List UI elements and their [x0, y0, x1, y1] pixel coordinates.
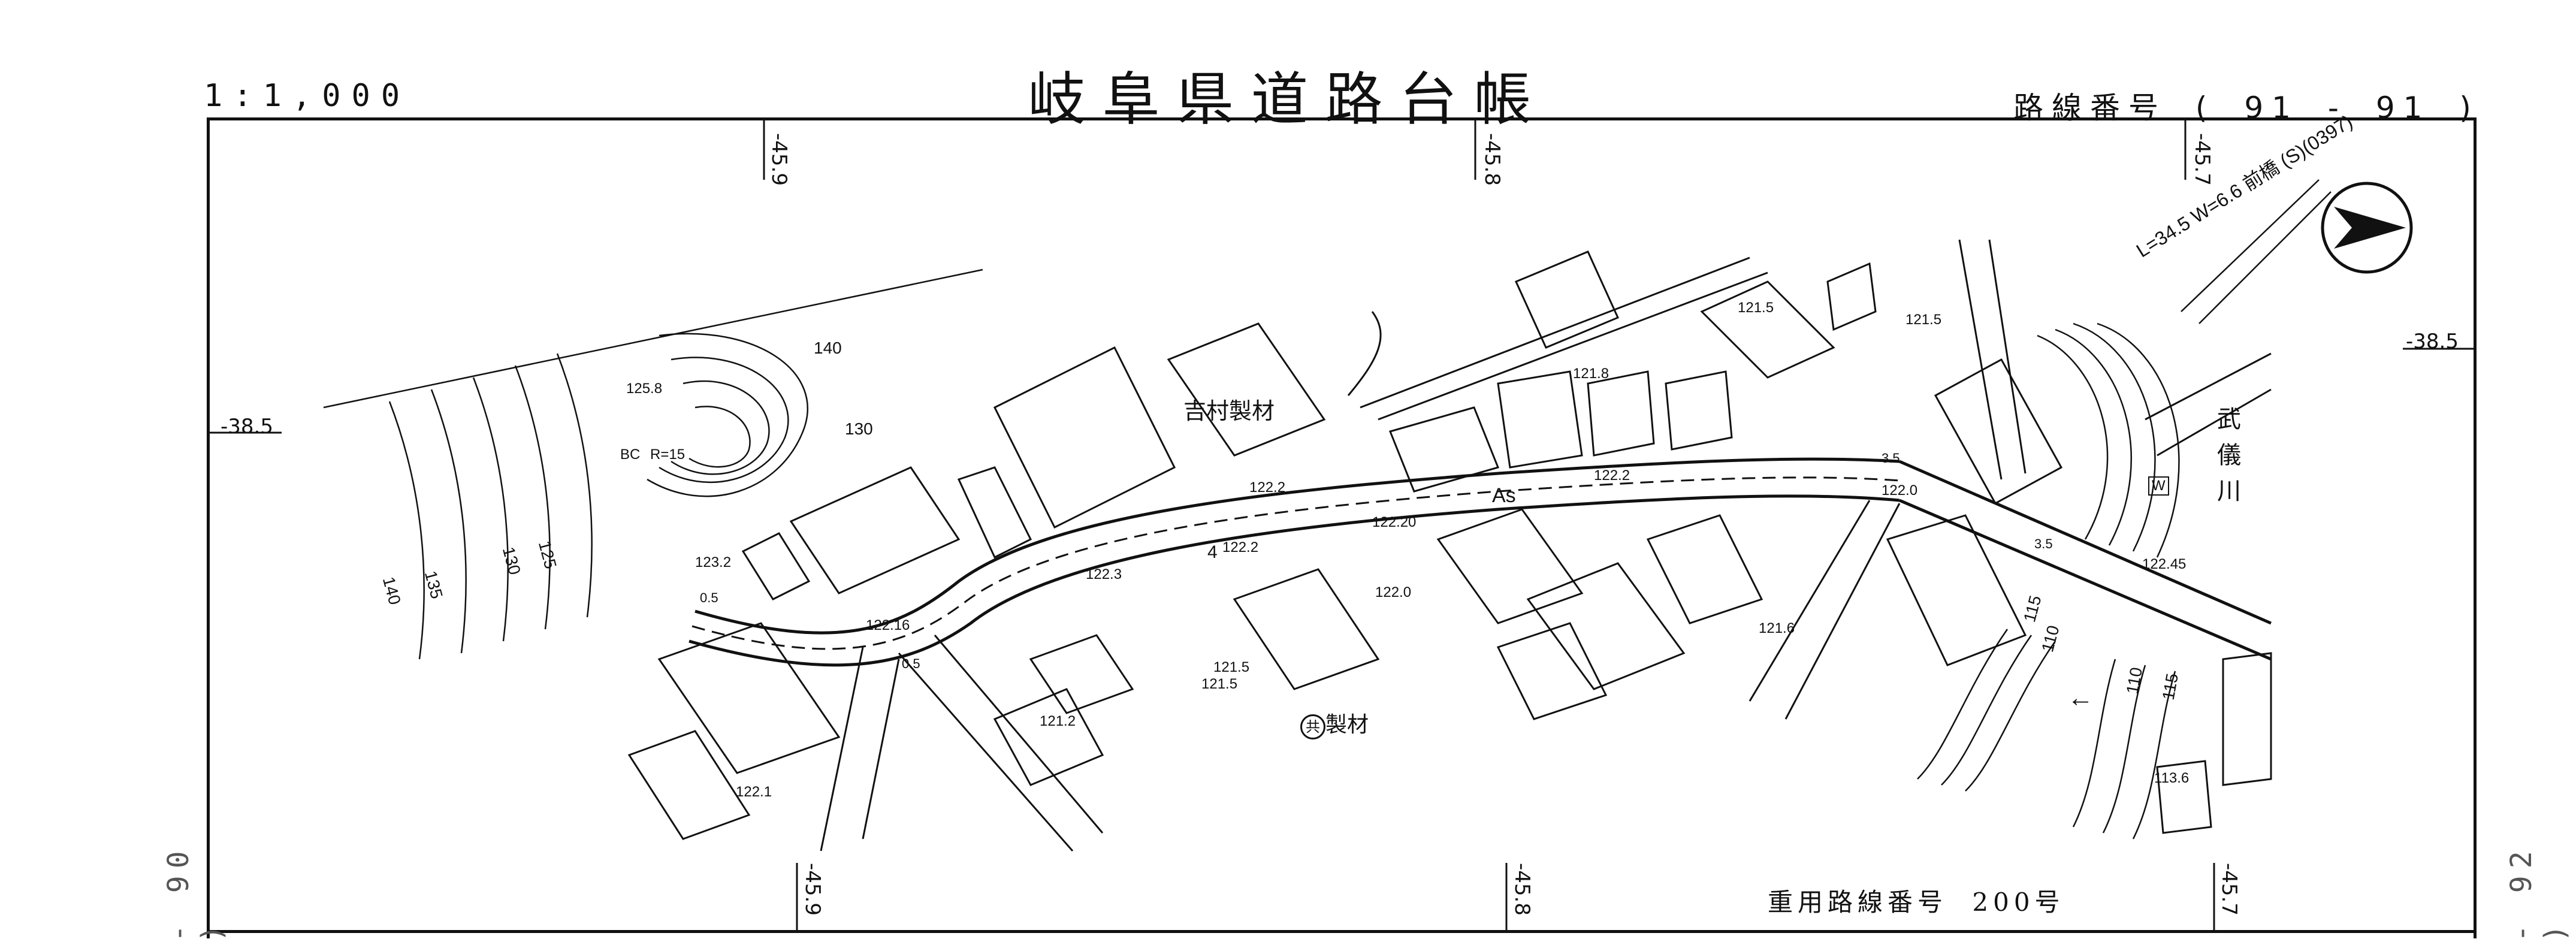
elevation-label: 122.2 — [1594, 467, 1630, 484]
elevation-label: 121.6 — [1759, 620, 1795, 636]
label-curve-bc: BC — [620, 446, 641, 463]
dual-use-value: 200号 — [1972, 887, 2065, 917]
elevation-label: 122.45 — [2142, 556, 2187, 572]
elevation-label: 122.16 — [866, 617, 910, 633]
river-char-3: 川 — [2217, 478, 2241, 505]
map-title: 岐阜県道路台帳 — [1028, 66, 1548, 133]
elevation-label: 113.6 — [2154, 770, 2190, 786]
scale-label: 1:1,000 — [204, 78, 411, 114]
river-bridge — [2145, 179, 2332, 457]
elevation-label: 121.5 — [1738, 300, 1774, 316]
contour-label: 130 — [845, 419, 873, 438]
route-dash: - — [2327, 90, 2347, 125]
label-yoshimura-sawmill: 吉村製材 — [1183, 398, 1275, 424]
elevation-label: 121.5 — [1905, 312, 1942, 328]
contour-label: 140 — [814, 339, 842, 357]
well-mark: W — [2148, 476, 2169, 496]
elevation-label: 122.3 — [1086, 566, 1122, 582]
grid-ticks — [210, 120, 2474, 930]
contours-left-hill — [323, 268, 983, 660]
route-close: ) — [2459, 90, 2480, 125]
grid-top-457: -45.7 — [2190, 133, 2214, 186]
elevation-label: 121.2 — [1040, 713, 1076, 729]
grid-top-459: -45.9 — [767, 133, 791, 186]
grid-bottom-459: -45.9 — [801, 863, 825, 916]
dual-use-label: 重用路線番号 — [1768, 887, 1948, 917]
river-char-2: 儀 — [2217, 442, 2241, 469]
elevation-label: 122.0 — [1882, 482, 1918, 499]
elevation-label: 123.2 — [695, 554, 732, 570]
north-arrow-icon — [2321, 182, 2413, 274]
elevation-label: 122.20 — [1372, 514, 1417, 530]
label-curve-radius: R=15 — [650, 446, 685, 463]
elevation-label: 121.8 — [1573, 366, 1609, 382]
label-river: 武 儀 川 — [2217, 401, 2241, 509]
grid-left-385: -38.5 — [221, 415, 273, 439]
flow-arrow: ← — [2067, 683, 2094, 712]
dual-use-route: 重用路線番号 200号 — [1768, 882, 2077, 919]
label-road-no: 4 — [1207, 542, 1218, 562]
river-char-1: 武 — [2217, 406, 2241, 433]
elevation-label: 122.2 — [1222, 539, 1259, 555]
main-road — [688, 457, 2272, 667]
elevation-label: 122.1 — [736, 784, 772, 800]
kyodo-text: 製材 — [1325, 712, 1369, 737]
elevation-label: 125.8 — [626, 381, 663, 397]
contours-right-slope — [1917, 322, 2180, 840]
label-kyodo-sawmill: 共製材 — [1300, 707, 1369, 739]
elevation-label: 121.5 — [1213, 659, 1250, 675]
grid-bottom-458: -45.8 — [1510, 863, 1534, 916]
map-frame-bottom — [207, 930, 2477, 933]
grid-top-458: -45.8 — [1480, 133, 1504, 186]
buildings — [627, 250, 2272, 840]
grid-bottom-457: -45.7 — [2217, 863, 2241, 916]
map-frame — [207, 117, 2477, 938]
label-surface: As — [1492, 484, 1516, 507]
elevation-label: 0.5 — [902, 656, 920, 671]
elevation-label: 0.5 — [700, 590, 718, 605]
elevation-label: 3.5 — [2034, 536, 2053, 551]
elevation-label: 3.5 — [1882, 451, 1900, 466]
route-open: ( — [2195, 90, 2216, 125]
elevation-label: 121.5 — [1201, 676, 1238, 692]
side-roads — [820, 239, 2027, 852]
elevation-label: 122.0 — [1375, 584, 1412, 600]
kyodo-mark: 共 — [1300, 714, 1325, 739]
elevation-label: 122.2 — [1249, 479, 1286, 496]
